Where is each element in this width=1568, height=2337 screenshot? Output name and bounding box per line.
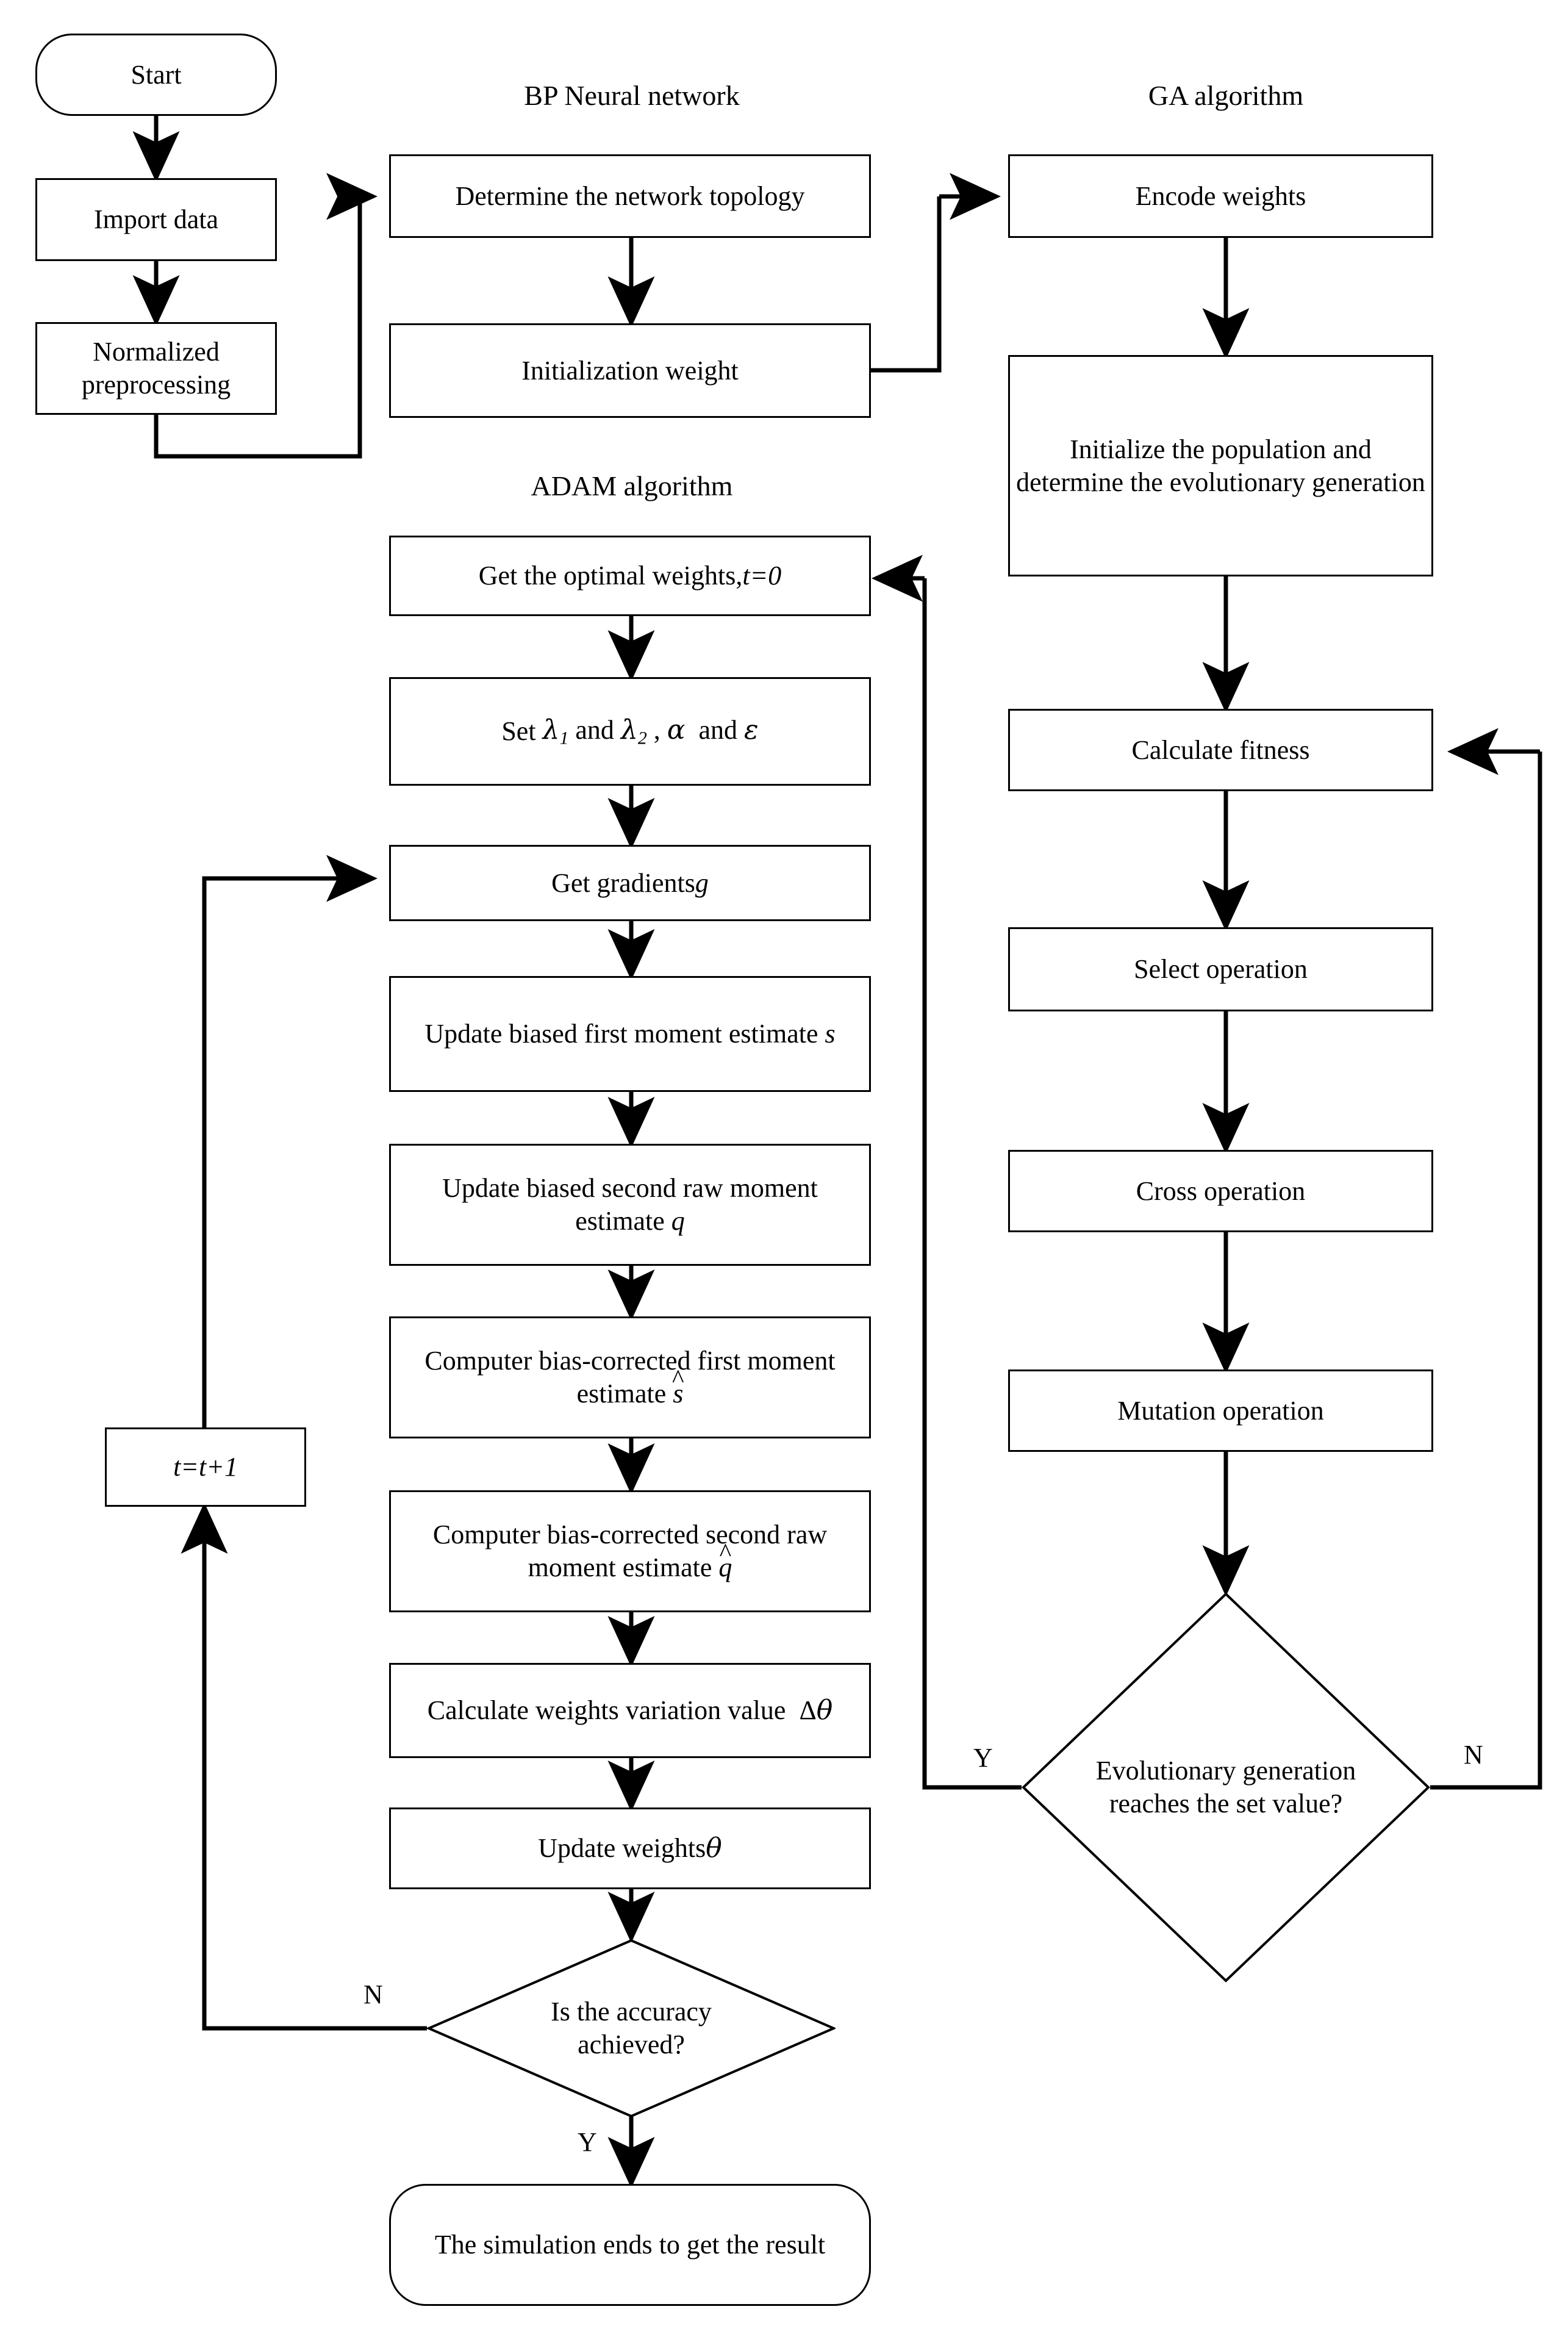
node-update-weights-prefix: Update weights [538,1833,706,1864]
node-get-optimal-weights[interactable]: Get the optimal weights, t=0 [389,536,871,616]
node-bias-corrected-second-text: Computer bias-corrected second raw momen… [397,1518,863,1584]
node-calculate-variation-prefix: Calculate weights variation value [427,1695,793,1726]
node-get-optimal-weights-math: t=0 [742,561,782,591]
node-update-first-moment-math: s [825,1019,836,1049]
node-get-gradients-math: g [695,867,709,898]
node-start[interactable]: Start [35,34,277,116]
section-title-ga: GA algorithm [1148,80,1304,111]
node-select-operation[interactable]: Select operation [1008,927,1433,1011]
node-calculate-fitness[interactable]: Calculate fitness [1008,709,1433,791]
node-t-increment-label: t=t+1 [173,1452,238,1482]
node-bias-corrected-second[interactable]: Computer bias-corrected second raw momen… [389,1490,871,1612]
node-bias-corrected-first-prefix: Computer bias-corrected first moment est… [424,1346,836,1409]
node-evolutionary-decision-label: Evolutionary generation reaches the set … [1095,1756,1356,1818]
edge-label-evolution-no: N [1461,1742,1486,1768]
edge-label-accuracy-yes: Y [575,2129,600,2156]
node-cross-operation[interactable]: Cross operation [1008,1150,1433,1232]
node-mutation-operation[interactable]: Mutation operation [1008,1370,1433,1452]
node-bias-corrected-second-prefix: Computer bias-corrected second raw momen… [432,1520,828,1582]
node-update-weights[interactable]: Update weights θ [389,1807,871,1889]
node-initialize-population[interactable]: Initialize the population and determine … [1008,355,1433,576]
section-title-bp: BP Neural network [524,80,740,111]
node-calculate-variation[interactable]: Calculate weights variation value Δθ [389,1663,871,1758]
section-title-adam: ADAM algorithm [531,470,733,501]
node-initialization-weight[interactable]: Initialization weight [389,323,871,418]
node-bias-corrected-first[interactable]: Computer bias-corrected first moment est… [389,1316,871,1438]
node-bias-corrected-first-text: Computer bias-corrected first moment est… [397,1344,863,1410]
node-end[interactable]: The simulation ends to get the result [389,2184,871,2306]
node-set-params-prefix: Set [501,716,536,747]
node-update-first-moment-text: Update biased first moment estimate s [424,1018,835,1050]
node-encode-weights[interactable]: Encode weights [1008,154,1433,238]
node-update-second-moment-math: q [671,1206,685,1236]
node-set-params-math: λ1 and λ2 , α and ε [542,714,759,748]
node-evolutionary-decision[interactable]: Evolutionary generation reaches the set … [1022,1592,1430,1983]
node-bias-corrected-first-math: s^ [671,1365,684,1409]
node-update-second-moment[interactable]: Update biased second raw moment estimate… [389,1144,871,1266]
node-determine-topology[interactable]: Determine the network topology [389,154,871,238]
edge-label-evolution-yes: Y [971,1745,995,1772]
node-import-data[interactable]: Import data [35,178,277,261]
node-accuracy-decision-label: Is the accuracy achieved? [551,1997,712,2059]
node-normalized-preprocessing[interactable]: Normalized preprocessing [35,322,277,415]
node-t-increment[interactable]: t=t+1 [105,1427,306,1507]
node-accuracy-decision[interactable]: Is the accuracy achieved? [427,1939,836,2118]
node-update-second-moment-text: Update biased second raw moment estimate… [397,1172,863,1237]
edge-label-accuracy-no: N [361,1981,385,2008]
node-get-gradients-prefix: Get gradients [551,867,695,898]
node-update-first-moment-prefix: Update biased first moment estimate [424,1019,825,1049]
node-bias-corrected-second-math: q^ [718,1539,732,1582]
node-calculate-variation-text: Calculate weights variation value Δθ [428,1694,832,1727]
node-update-first-moment[interactable]: Update biased first moment estimate s [389,976,871,1092]
node-get-gradients[interactable]: Get gradients g [389,845,871,921]
node-set-params[interactable]: Set λ1 and λ2 , α and ε [389,677,871,786]
node-update-weights-math: θ [706,1833,722,1864]
node-calculate-variation-math: Δθ [792,1695,833,1726]
node-get-optimal-weights-prefix: Get the optimal weights, [478,561,743,591]
node-update-second-moment-prefix: Update biased second raw moment estimate [442,1173,818,1236]
